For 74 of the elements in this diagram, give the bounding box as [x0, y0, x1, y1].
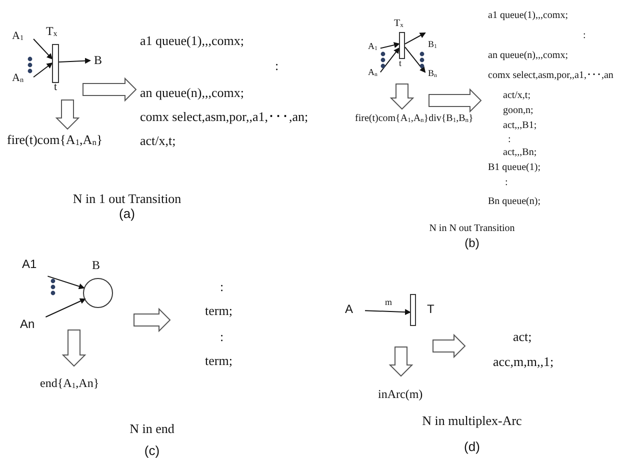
node-label: A$_{n}$	[12, 72, 24, 85]
panel-letter: (b)	[464, 237, 480, 250]
code-line: :	[275, 59, 279, 74]
panel-caption: N in end	[130, 422, 174, 436]
panel-caption: N in multiplex-Arc	[422, 414, 522, 428]
transition-bar	[399, 32, 405, 59]
code-line: a1 queue(1),,,comx;	[140, 34, 244, 48]
code-line: :	[220, 330, 224, 344]
code-line: term;	[205, 304, 232, 318]
code-line: act;	[513, 330, 532, 344]
node-label: B$_{1}$	[428, 40, 437, 50]
transition-label: t	[54, 81, 58, 94]
arc-arrow	[404, 46, 426, 73]
arc-arrow	[33, 62, 53, 78]
arc-arrow	[380, 47, 400, 73]
node-label: B	[94, 54, 102, 68]
code-line: Bn queue(n);	[488, 196, 540, 207]
code-line: act/x,t;	[503, 90, 530, 101]
code-line: :	[220, 280, 224, 294]
code-line: comx select,asm,por,,a1,･･･,an	[488, 70, 614, 81]
transition-bar	[410, 294, 416, 326]
code-line: act,,,Bn;	[503, 147, 537, 158]
arc-arrow	[404, 32, 426, 44]
node-label: A$_{1}$	[368, 42, 378, 52]
panel-letter: (a)	[119, 206, 135, 221]
code-line: acc,m,m,,1;	[493, 355, 554, 370]
place-circle	[83, 278, 113, 308]
code-line: :	[508, 134, 511, 145]
transition-label: T	[427, 303, 434, 316]
edge-label: m	[385, 298, 392, 308]
transition-bar	[52, 44, 59, 83]
node-label: inArc(m)	[378, 388, 423, 402]
node-label: end{A$_{1}$,An}	[40, 377, 100, 391]
arc-arrow	[45, 298, 86, 318]
hollow-arrow	[82, 77, 137, 102]
node-label: fire(t)com{A$_{1}$,A$_{n}$}div{B$_{1}$,B$_{n}$}	[355, 113, 474, 124]
hollow-arrow	[428, 88, 482, 113]
code-line: :	[583, 30, 586, 41]
code-line: comx select,asm,por,,a1,･･･,an;	[140, 110, 308, 124]
hollow-arrow	[388, 346, 414, 377]
hollow-arrow	[390, 84, 414, 110]
hollow-arrow	[62, 330, 86, 367]
arc-arrow	[364, 309, 411, 316]
hollow-arrow	[134, 308, 171, 332]
hollow-arrow	[55, 100, 80, 130]
arc-arrow	[380, 42, 400, 49]
code-line: term;	[205, 354, 232, 368]
transition-label: B	[92, 259, 100, 272]
panel-caption: N in N out Transition	[429, 223, 515, 234]
panel-letter: (c)	[144, 444, 160, 458]
code-line: a1 queue(1),,,comx;	[488, 10, 568, 21]
code-line: an queue(n),,,comx;	[140, 86, 244, 100]
node-label: A	[345, 303, 354, 316]
arc-arrow	[47, 276, 85, 290]
code-line: :	[505, 177, 508, 188]
arc-arrow	[33, 38, 53, 60]
hollow-arrow	[432, 334, 466, 358]
node-label: A$_{n}$	[368, 68, 378, 78]
transition-label: t	[399, 59, 402, 69]
panel-letter: (d)	[464, 440, 480, 454]
code-line: B1 queue(1);	[488, 162, 540, 173]
code-line: an queue(n),,,comx;	[488, 50, 568, 61]
node-label: A1	[22, 258, 37, 272]
panel-caption: N in 1 out Transition	[72, 192, 182, 206]
code-line: act,,,B1;	[503, 120, 537, 131]
transition-label: T$_{x}$	[394, 18, 404, 30]
arc-arrow	[58, 58, 91, 64]
node-label: A$_{1}$	[12, 30, 24, 43]
node-label: B$_{n}$	[428, 69, 437, 80]
code-line: goon,n;	[503, 105, 534, 116]
transition-label: T$_{x}$	[46, 25, 58, 39]
code-line: act/x,t;	[140, 134, 176, 148]
node-label: fire(t)com{A$_{1}$,A$_{n}$}	[7, 133, 103, 148]
node-label: An	[20, 318, 35, 332]
